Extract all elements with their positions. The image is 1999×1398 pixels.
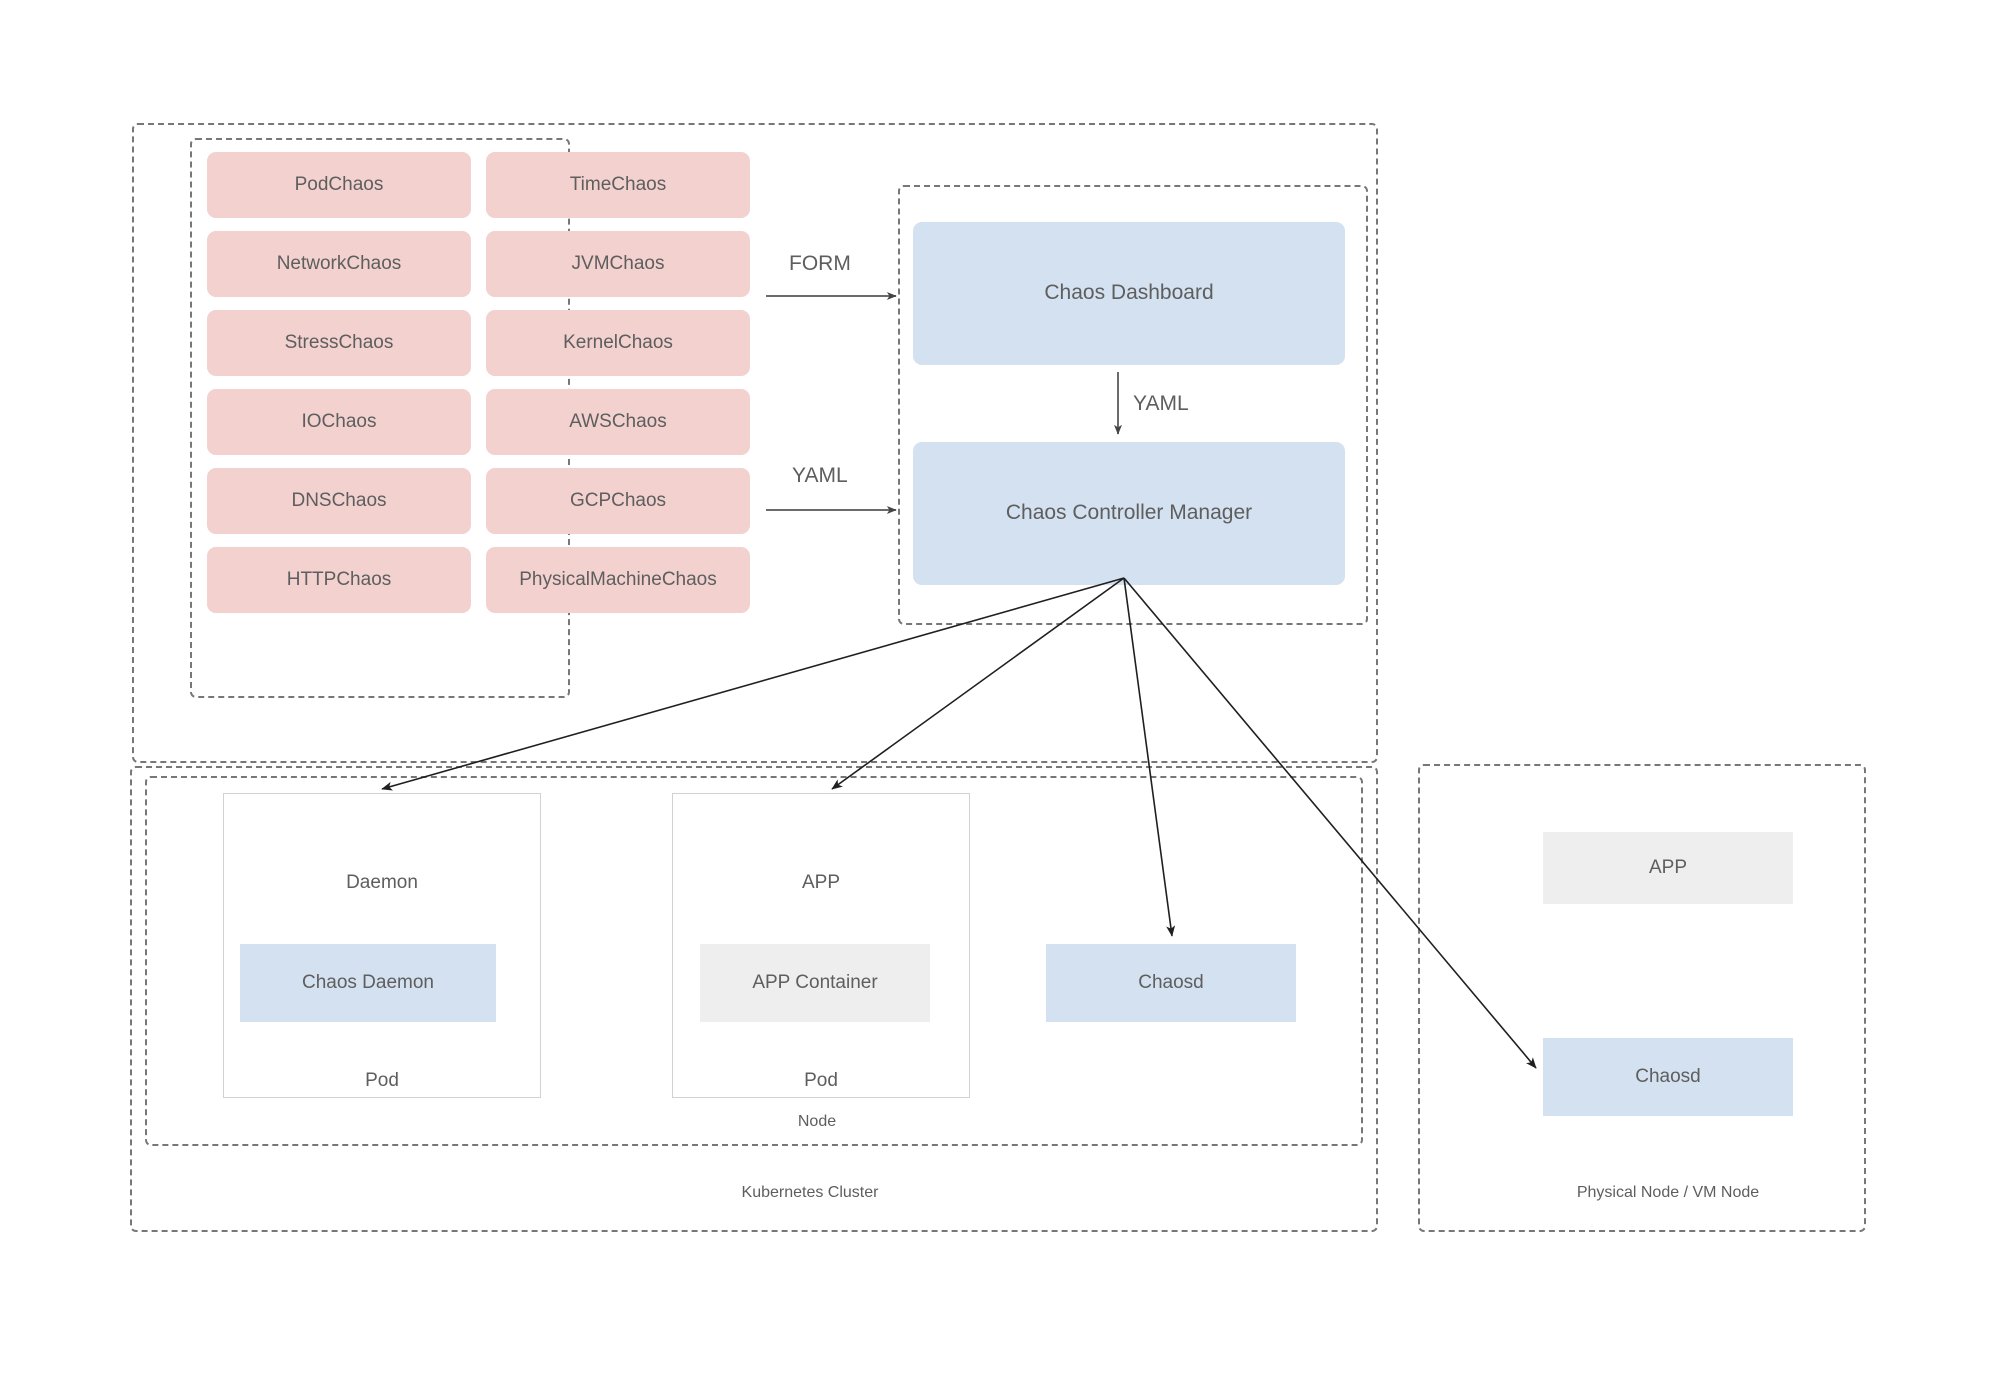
- physical-app-label: APP: [1648, 857, 1688, 879]
- app-container-label: APP Container: [752, 972, 878, 994]
- physical-chaosd-label: Chaosd: [1635, 1066, 1701, 1088]
- chaos-type-dnschaos[interactable]: DNSChaos: [207, 468, 471, 534]
- daemon-pod-footer: Pod: [365, 1070, 399, 1091]
- chaos-daemon-label: Chaos Daemon: [301, 972, 435, 994]
- chaosd-label: Chaosd: [1138, 972, 1204, 994]
- chaos-type-label: PodChaos: [294, 174, 384, 195]
- physical-node-label: Physical Node / VM Node: [1576, 1184, 1760, 1201]
- chaos-type-label: PhysicalMachineChaos: [519, 569, 717, 590]
- daemon-pod-header: Daemon: [346, 872, 418, 893]
- app-pod-footer: Pod: [804, 1070, 838, 1091]
- form-arrow-label: FORM: [789, 252, 851, 275]
- chaos-type-label: DNSChaos: [291, 490, 387, 511]
- chaos-types-grid: PodChaos TimeChaos NetworkChaos JVMChaos…: [207, 152, 750, 613]
- chaos-type-iochaos[interactable]: IOChaos: [207, 389, 471, 455]
- chaos-type-label: AWSChaos: [569, 411, 667, 432]
- physical-app-box[interactable]: APP: [1543, 832, 1793, 904]
- chaos-type-gcpchaos[interactable]: GCPChaos: [486, 468, 750, 534]
- chaos-type-label: NetworkChaos: [276, 253, 402, 274]
- chaos-type-label: KernelChaos: [563, 332, 673, 353]
- chaos-type-httpchaos[interactable]: HTTPChaos: [207, 547, 471, 613]
- chaos-type-label: StressChaos: [284, 332, 394, 353]
- chaos-type-jvmchaos[interactable]: JVMChaos: [486, 231, 750, 297]
- chaos-dashboard-label: Chaos Dashboard: [1044, 281, 1214, 305]
- chaos-type-label: JVMChaos: [571, 253, 665, 274]
- chaos-type-awschaos[interactable]: AWSChaos: [486, 389, 750, 455]
- kubernetes-cluster-label: Kubernetes Cluster: [741, 1184, 879, 1201]
- chaos-type-timechaos[interactable]: TimeChaos: [486, 152, 750, 218]
- chaos-dashboard-box[interactable]: Chaos Dashboard: [913, 222, 1345, 365]
- chaos-type-label: IOChaos: [301, 411, 377, 432]
- yaml-middle-arrow-label: YAML: [1133, 392, 1189, 415]
- chaos-type-kernelchaos[interactable]: KernelChaos: [486, 310, 750, 376]
- app-pod-header: APP: [801, 872, 841, 893]
- chaos-controller-manager-box[interactable]: Chaos Controller Manager: [913, 442, 1345, 585]
- chaos-daemon-box[interactable]: Chaos Daemon: [240, 944, 496, 1022]
- app-container-box[interactable]: APP Container: [700, 944, 930, 1022]
- chaos-type-networkchaos[interactable]: NetworkChaos: [207, 231, 471, 297]
- physical-chaosd-box[interactable]: Chaosd: [1543, 1038, 1793, 1116]
- yaml-input-arrow-label: YAML: [792, 464, 848, 487]
- chaos-type-label: HTTPChaos: [286, 569, 392, 590]
- chaos-type-physicalmachinechaos[interactable]: PhysicalMachineChaos: [486, 547, 750, 613]
- chaos-type-label: GCPChaos: [569, 490, 667, 511]
- chaos-type-stresschaos[interactable]: StressChaos: [207, 310, 471, 376]
- chaos-controller-manager-label: Chaos Controller Manager: [1005, 501, 1253, 525]
- chaos-type-label: TimeChaos: [569, 174, 667, 195]
- chaos-type-podchaos[interactable]: PodChaos: [207, 152, 471, 218]
- chaosd-node-box[interactable]: Chaosd: [1046, 944, 1296, 1022]
- kubernetes-node-label: Node: [797, 1113, 837, 1130]
